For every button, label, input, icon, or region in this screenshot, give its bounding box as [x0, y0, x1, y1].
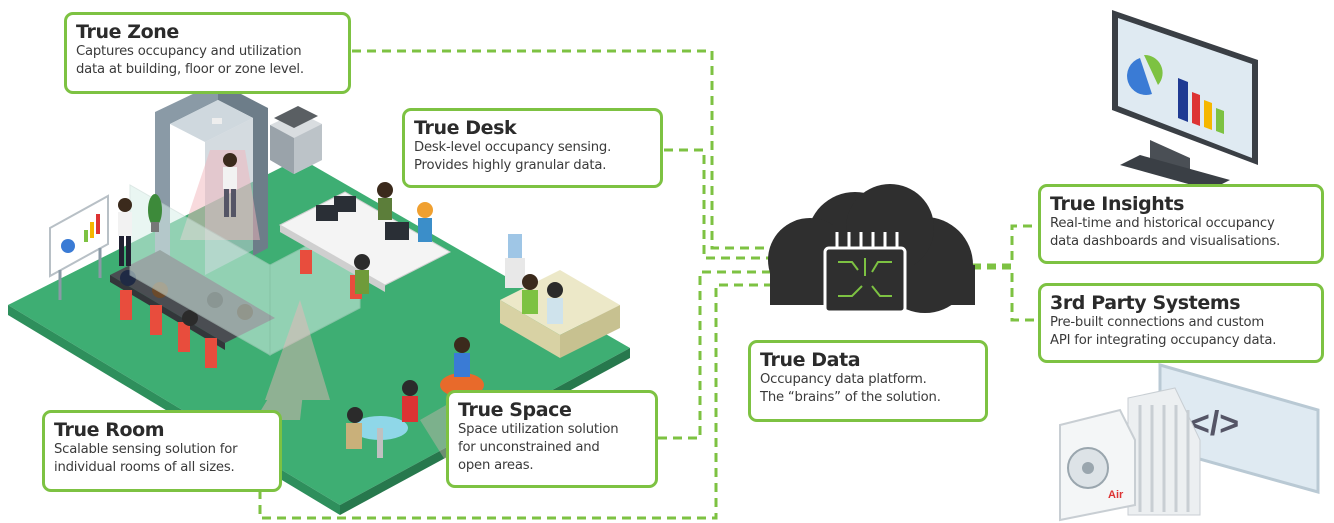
- ac-unit-label: Air: [1108, 489, 1124, 501]
- true-insights-card: True Insights Real-time and historical o…: [1038, 184, 1324, 264]
- true-zone-description: Captures occupancy and utilization data …: [76, 43, 339, 79]
- dashboard-monitor-icon: [1112, 10, 1258, 190]
- true-space-line-3: open areas.: [458, 458, 534, 473]
- lounge-area: [500, 234, 620, 358]
- third-party-devices-icon: </> Air: [1059, 363, 1320, 522]
- true-desk-line-1: Desk-level occupancy sensing.: [414, 140, 612, 155]
- true-space-card: True Space Space utilization solution fo…: [446, 390, 658, 488]
- true-zone-line-2: data at building, floor or zone level.: [76, 62, 304, 77]
- cloud-chip-icon: [768, 184, 975, 330]
- third-party-line-1: Pre-built connections and custom: [1050, 315, 1265, 330]
- third-party-description: Pre-built connections and custom API for…: [1050, 314, 1312, 350]
- sensor-cones: [255, 300, 330, 420]
- true-desk-title: True Desk: [414, 117, 517, 139]
- true-space-line-1: Space utilization solution: [458, 422, 619, 437]
- true-insights-line-2: data dashboards and visualisations.: [1050, 234, 1281, 249]
- true-room-line-2: individual rooms of all sizes.: [54, 460, 235, 475]
- true-data-title: True Data: [760, 349, 861, 371]
- dashed-connectors: [258, 49, 1040, 520]
- true-zone-line-1: Captures occupancy and utilization: [76, 44, 302, 59]
- true-desk-description: Desk-level occupancy sensing. Provides h…: [414, 139, 651, 175]
- true-zone-card: True Zone Captures occupancy and utiliza…: [64, 12, 351, 94]
- true-space-title: True Space: [458, 399, 572, 421]
- desk-cluster: [278, 182, 452, 299]
- third-party-line-2: API for integrating occupancy data.: [1050, 333, 1277, 348]
- third-party-card: 3rd Party Systems Pre-built connections …: [1038, 283, 1324, 363]
- true-data-line-2: The “brains” of the solution.: [760, 390, 941, 405]
- true-space-line-2: for unconstrained and: [458, 440, 600, 455]
- true-room-card: True Room Scalable sensing solution for …: [42, 410, 282, 492]
- standing-people: [118, 153, 237, 266]
- whiteboard: [49, 194, 109, 300]
- true-room-line-1: Scalable sensing solution for: [54, 442, 238, 457]
- plants: [148, 194, 162, 232]
- true-space-description: Space utilization solution for unconstra…: [458, 421, 646, 475]
- true-room-description: Scalable sensing solution for individual…: [54, 441, 270, 477]
- true-room-title: True Room: [54, 419, 165, 441]
- true-data-line-1: Occupancy data platform.: [760, 372, 927, 387]
- true-data-card: True Data Occupancy data platform. The “…: [748, 340, 988, 422]
- true-insights-title: True Insights: [1050, 193, 1185, 215]
- true-zone-title: True Zone: [76, 21, 179, 43]
- third-party-title: 3rd Party Systems: [1050, 292, 1241, 314]
- copier: [270, 106, 322, 174]
- true-desk-card: True Desk Desk-level occupancy sensing. …: [402, 108, 663, 188]
- true-data-description: Occupancy data platform. The “brains” of…: [760, 371, 976, 407]
- true-insights-line-1: Real-time and historical occupancy: [1050, 216, 1275, 231]
- true-desk-line-2: Provides highly granular data.: [414, 158, 607, 173]
- true-insights-description: Real-time and historical occupancy data …: [1050, 215, 1312, 251]
